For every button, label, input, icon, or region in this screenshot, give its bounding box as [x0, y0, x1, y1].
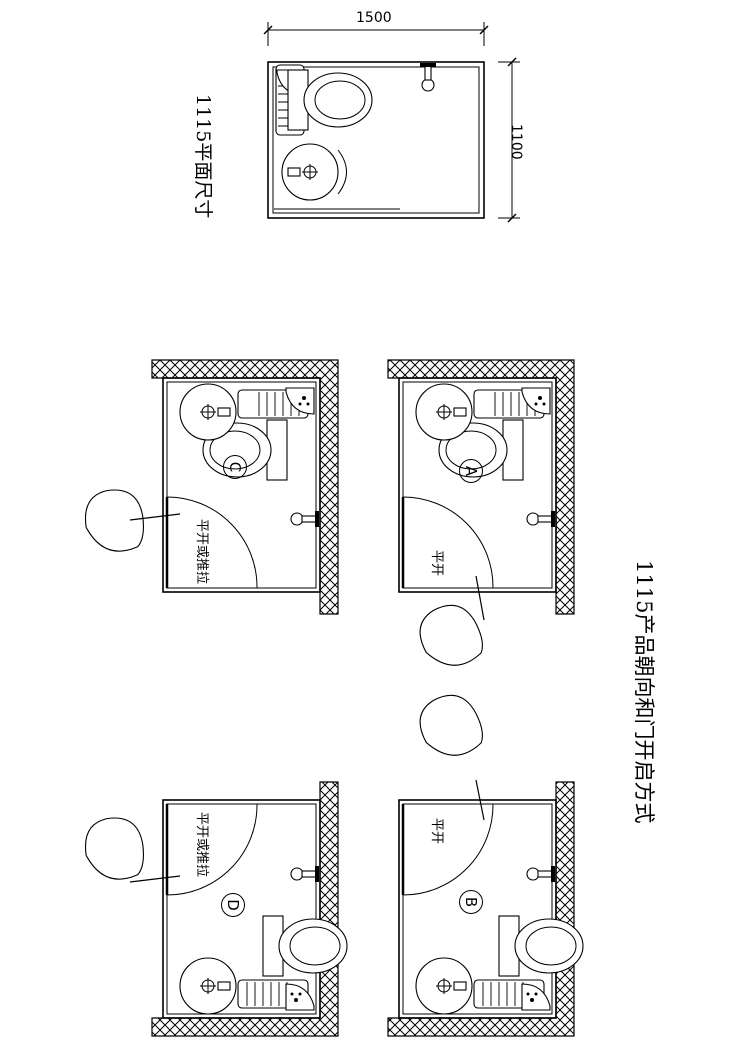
- width-dimension: 1500: [356, 10, 392, 26]
- plan-top: [263, 22, 520, 223]
- variant-a-drawing: [387, 359, 575, 672]
- variant-c-door-label: 平开或推拉: [194, 519, 209, 585]
- plan-title: 1115平面尺寸: [192, 94, 214, 219]
- variant-c-letter: C: [223, 455, 247, 479]
- variant-c-drawing: [79, 359, 339, 615]
- variant-d-letter: D: [221, 893, 245, 917]
- variant-d-drawing: [79, 781, 348, 1037]
- variant-b-drawing: [387, 690, 584, 1037]
- variant-b-door-label: 平开: [429, 818, 444, 845]
- variant-b-letter: B: [459, 890, 483, 914]
- variant-a-door-label: 平开: [429, 550, 444, 577]
- height-dimension: 1100: [508, 124, 524, 160]
- variant-a-letter: A: [459, 459, 483, 483]
- variant-d-door-label: 平开或推拉: [194, 812, 209, 878]
- orientation-title: 1115产品朝向和门开启方式: [632, 560, 656, 824]
